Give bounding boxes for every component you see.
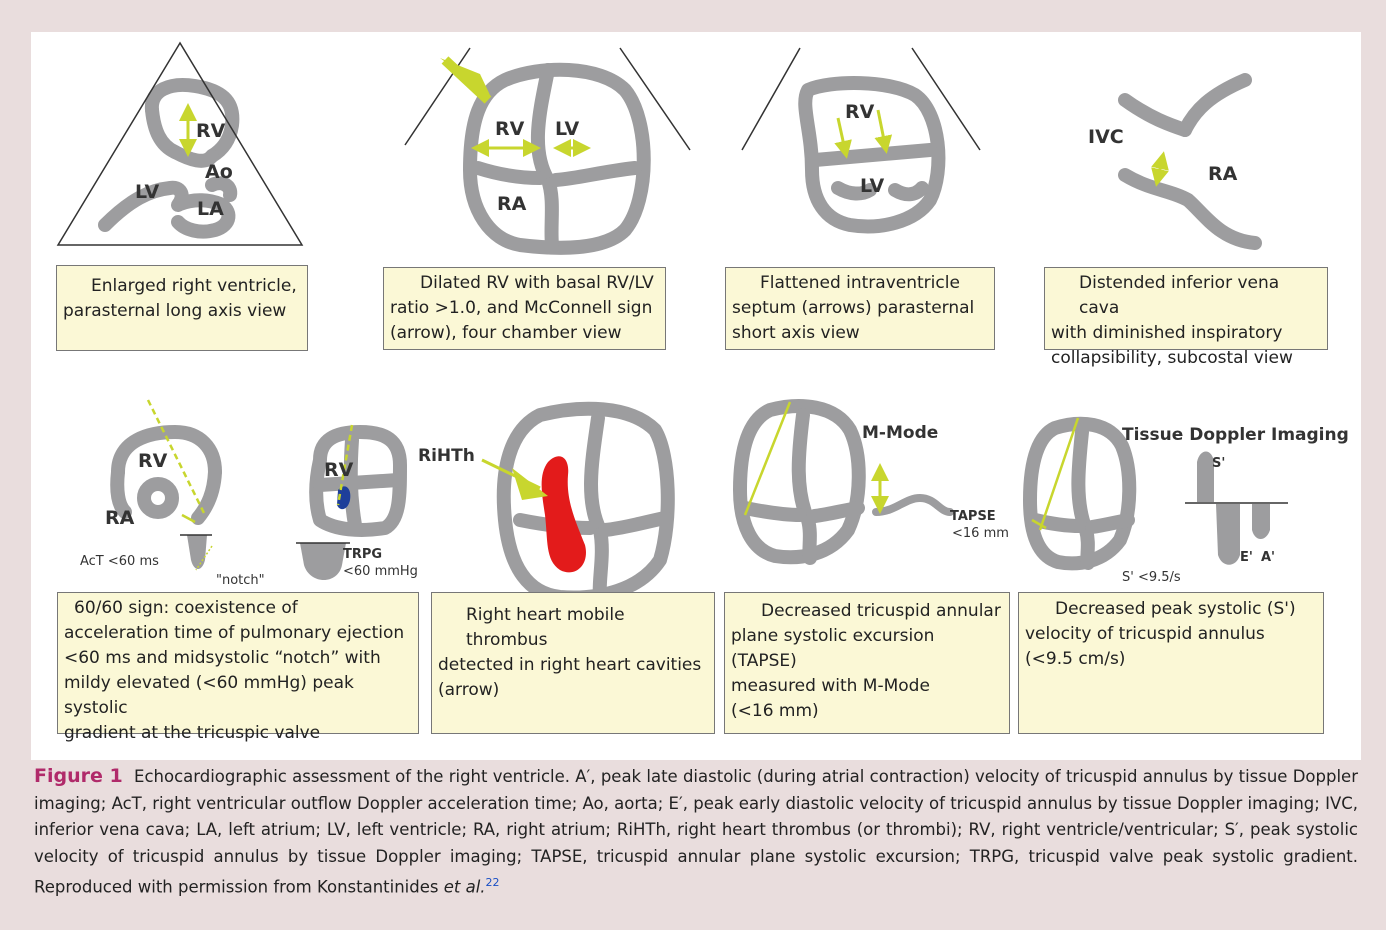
psax-papillary-2 (895, 188, 922, 194)
box-line: Enlarged right ventricle, (63, 274, 301, 299)
caption-box-thrombus: Right heart mobile thrombus detected in … (431, 592, 715, 734)
tapse-mitral (815, 508, 858, 516)
box-line: (<16 mm) (731, 699, 1003, 724)
ra-upper-wall (1185, 80, 1245, 130)
box-line: short axis view (732, 321, 988, 346)
tdi-title: Tissue Doppler Imaging (1122, 425, 1349, 445)
trpg-rv-label: RV (324, 459, 354, 481)
pslax-sector (58, 43, 302, 245)
box-line: gradient at the tricuspic valve (64, 721, 412, 746)
tdi-a-wave (1252, 504, 1270, 539)
box-line: Flattened intraventricle (732, 271, 988, 296)
trpg-label: TRPG (343, 547, 382, 562)
septum-arrow-right (878, 110, 885, 145)
septum-arrow-left (838, 118, 845, 150)
box-line: detected in right heart cavities (438, 653, 708, 678)
ivc-label: IVC (1088, 126, 1124, 148)
psax-rv-label: RV (845, 101, 875, 123)
caption-box-pslax: Enlarged right ventricle, parasternal lo… (56, 265, 308, 351)
subcostal-ra-label: RA (1208, 163, 1238, 185)
a4c-septum (538, 70, 552, 245)
box-line: (arrow), four chamber view (390, 321, 659, 346)
tapse-value: <16 mm (952, 526, 1009, 541)
box-line: parasternal long axis view (63, 299, 301, 324)
mmode-trace (876, 498, 950, 512)
trpg-value: <60 mmHg (343, 564, 418, 579)
caption-box-tdi: Decreased peak systolic (S') velocity of… (1018, 592, 1324, 734)
a4c-ra-label: RA (497, 193, 527, 215)
caption-box-60-60: 60/60 sign: coexistence of acceleration … (57, 592, 419, 734)
caption-etal: et al. (444, 878, 486, 897)
pslax-rv-label: RV (196, 120, 226, 142)
a4c-rv-label: RV (495, 118, 525, 140)
caption-reference[interactable]: 22 (486, 876, 500, 889)
box-line: plane systolic excursion (TAPSE) (731, 624, 1003, 674)
caption-box-subcostal: Distended inferior vena cava with dimini… (1044, 267, 1328, 350)
thrombus-septum (591, 418, 602, 598)
a4c-mitral (556, 168, 635, 180)
mmode-label: M-Mode (862, 423, 938, 443)
caption-box-tapse: Decreased tricuspid annular plane systol… (724, 592, 1010, 734)
rvot-aortic-root (144, 484, 172, 512)
thrombus-label: RiHTh (418, 446, 475, 466)
box-line: (arrow) (438, 678, 708, 703)
pslax-ao (212, 183, 230, 195)
pslax-ao-label: Ao (205, 161, 233, 183)
ivc-upper-wall (1125, 100, 1185, 130)
thrombus-mitral (605, 518, 665, 530)
caption-box-a4c: Dilated RV with basal RV/LV ratio >1.0, … (383, 267, 666, 350)
pslax-la-label: LA (197, 198, 224, 220)
box-line: Distended inferior vena cava (1051, 271, 1321, 321)
box-line: ratio >1.0, and McConnell sign (390, 296, 659, 321)
pslax-septum (152, 110, 175, 152)
tdi-mitral (1092, 520, 1128, 527)
figure-caption: Figure 1 Echocardiographic assessment of… (34, 763, 1358, 901)
tapse-label: TAPSE (950, 509, 996, 524)
box-line: Right heart mobile thrombus (438, 603, 708, 653)
rvot-outflow (198, 472, 215, 518)
tapse-septum (799, 415, 810, 558)
box-line: acceleration time of pulmonary ejection (64, 621, 412, 646)
box-line: septum (arrows) parasternal (732, 296, 988, 321)
a4c-tricuspid (478, 168, 540, 178)
caption-text: Echocardiographic assessment of the righ… (34, 767, 1358, 897)
rvot-doppler-notch-wave (187, 535, 207, 569)
box-line: (<9.5 cm/s) (1025, 647, 1317, 672)
tdi-s-value: S' <9.5/s (1122, 570, 1181, 585)
pslax-septum-ao (175, 152, 212, 161)
trpg-doppler-wave (300, 543, 346, 580)
tdi-septum (1078, 432, 1088, 563)
box-line: with diminished inspiratory (1051, 321, 1321, 346)
psax-lv-label: LV (860, 175, 884, 197)
box-line: <60 ms and midsystolic “notch” with (64, 646, 412, 671)
tdi-e-label: E' (1240, 550, 1253, 565)
a4c-lv-label: LV (555, 118, 579, 140)
tdi-e-wave (1216, 504, 1240, 565)
act-label: AcT <60 ms (80, 554, 159, 569)
rvot-ra-wall (117, 472, 125, 512)
ivc-lower-wall (1125, 175, 1255, 243)
thrombus-shape (542, 456, 586, 572)
psax-septum (815, 150, 930, 160)
rvot-rv-label: RV (138, 450, 168, 472)
tdi-a-label: A' (1261, 550, 1275, 565)
rvot-ra-label: RA (105, 507, 135, 529)
caption-box-psax: Flattened intraventricle septum (arrows)… (725, 267, 995, 350)
figure-label: Figure 1 (34, 765, 123, 787)
box-line: velocity of tricuspid annulus (1025, 622, 1317, 647)
ivc-diameter-arrow (1158, 160, 1162, 178)
notch-label: "notch" (216, 573, 265, 588)
box-line: 60/60 sign: coexistence of (64, 596, 412, 621)
psax-sector (742, 48, 980, 150)
box-line: mildy elevated (<60 mmHg) peak systolic (64, 671, 412, 721)
pslax-lv-label: LV (135, 181, 159, 203)
tapse-tricuspid (745, 508, 800, 515)
box-line: Decreased tricuspid annular (731, 599, 1003, 624)
tdi-s-label: S' (1212, 456, 1225, 471)
box-line: measured with M-Mode (731, 674, 1003, 699)
box-line: Decreased peak systolic (S') (1025, 597, 1317, 622)
box-line: Dilated RV with basal RV/LV (390, 271, 659, 296)
box-line: collapsibility, subcostal view (1051, 346, 1321, 371)
